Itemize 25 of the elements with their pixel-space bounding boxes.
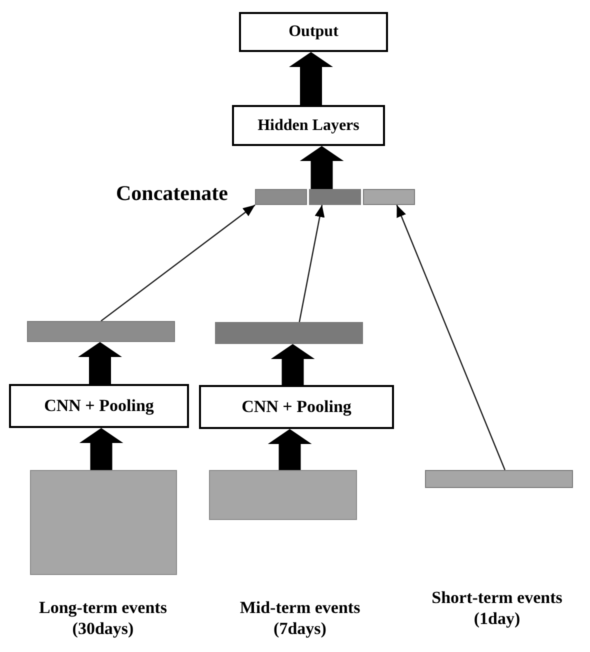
block-arrow (270, 344, 315, 385)
process-box: CNN + Pooling (9, 384, 189, 428)
feature-bar (255, 189, 307, 205)
arrow (100, 204, 256, 322)
process-box: Output (239, 12, 388, 52)
input-caption: Mid-term events (7days) (238, 597, 362, 640)
feature-bar (425, 470, 573, 488)
input-caption: Short-term events (1day) (430, 587, 564, 630)
block-arrow (79, 428, 124, 470)
block-arrow (78, 342, 122, 384)
process-box: Hidden Layers (232, 105, 385, 146)
input-block (30, 470, 177, 575)
block-arrow (300, 146, 344, 189)
process-box: CNN + Pooling (199, 385, 394, 429)
feature-bar (363, 189, 415, 205)
input-caption: Long-term events (30days) (38, 597, 168, 640)
block-arrow (289, 52, 333, 105)
feature-bar (309, 189, 361, 205)
feature-bar (215, 322, 363, 344)
feature-bar (27, 321, 175, 342)
input-block (209, 470, 357, 520)
arrow (396, 204, 506, 470)
arrow (298, 204, 325, 322)
block-arrow (268, 429, 312, 470)
layer-label: Concatenate (116, 180, 228, 206)
